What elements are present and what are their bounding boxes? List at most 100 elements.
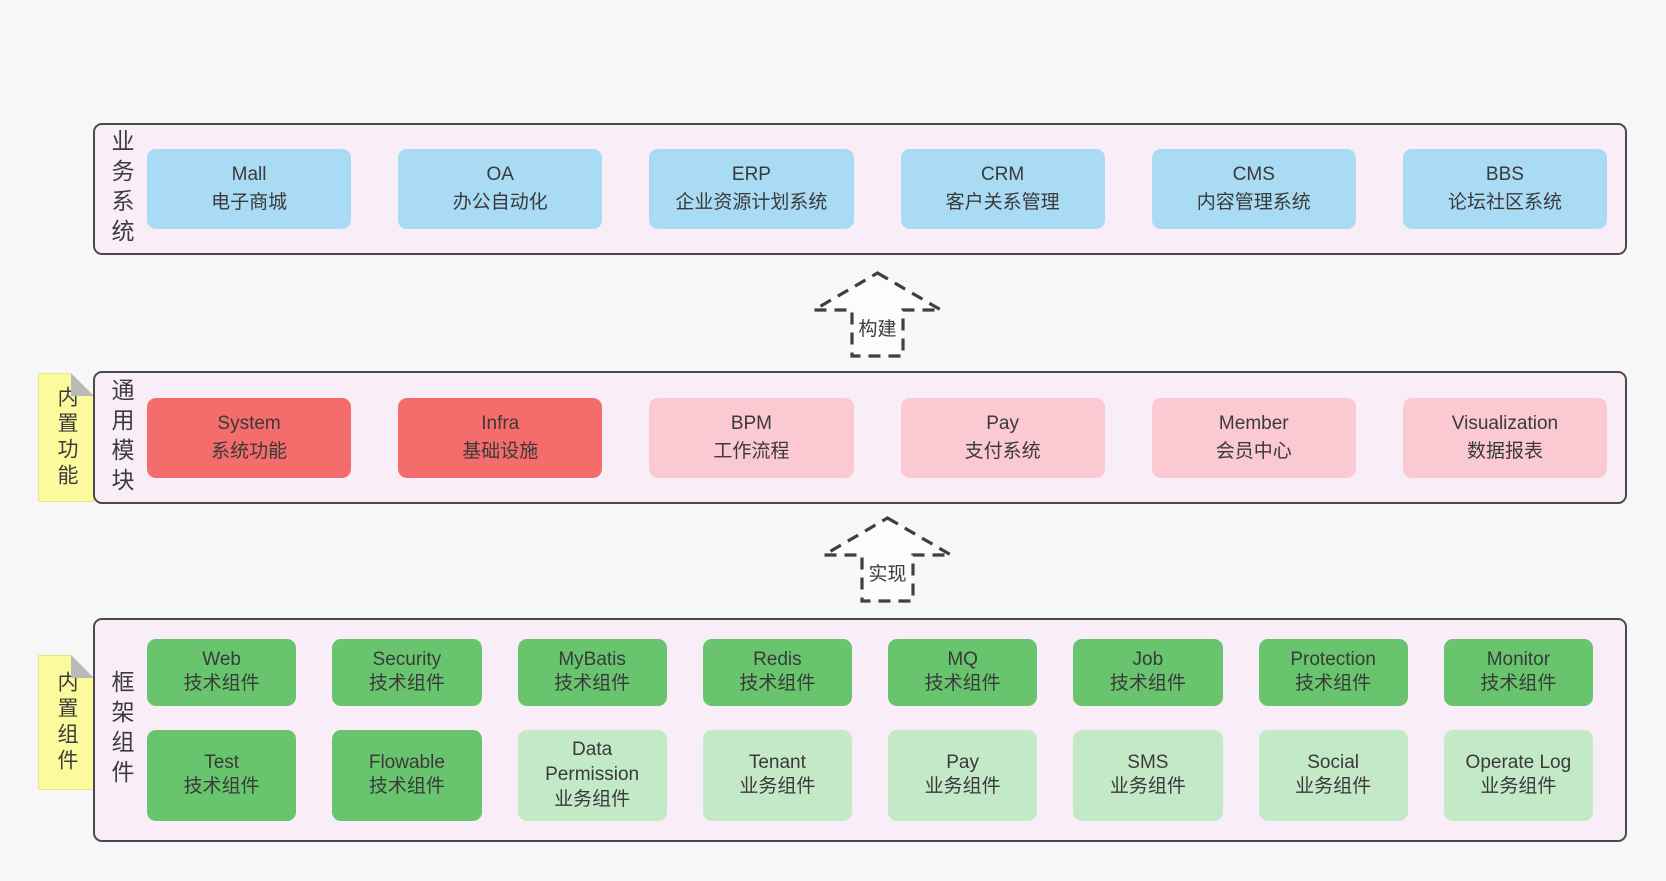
- box-system-desc: 系统功能: [211, 440, 288, 462]
- box-sms-desc: 业务组件: [1109, 776, 1186, 798]
- up-arrow-icon: [820, 516, 955, 603]
- components-grid: Web 技术组件 Security 技术组件 MyBatis 技术组件 Redi…: [147, 620, 1625, 840]
- folded-corner-icon: [71, 373, 94, 396]
- box-data-permission-desc: 业务组件: [554, 788, 631, 810]
- note-built-in-components-text: 内置组件: [55, 670, 78, 775]
- box-infra: Infra 基础设施: [398, 397, 603, 478]
- note-built-in-features: 内置功能: [38, 373, 94, 502]
- box-sms-name: SMS: [1127, 751, 1169, 773]
- box-oa-name: OA: [486, 164, 514, 186]
- box-bbs-desc: 论坛社区系统: [1447, 192, 1562, 213]
- box-cms-name: CMS: [1232, 164, 1275, 186]
- folded-corner-icon: [71, 655, 94, 678]
- components-section-label-text: 框架组件: [108, 670, 134, 790]
- box-crm: CRM 客户关系管理: [900, 149, 1105, 229]
- box-test-name: Test: [204, 751, 240, 773]
- box-pay-component-name: Pay: [946, 751, 979, 773]
- box-oa: OA 办公自动化: [398, 149, 603, 229]
- box-test: Test 技术组件: [147, 729, 297, 821]
- box-member-name: Member: [1218, 412, 1289, 434]
- box-mq-desc: 技术组件: [924, 673, 1001, 695]
- box-mq: MQ 技术组件: [888, 639, 1038, 706]
- box-protection-desc: 技术组件: [1295, 673, 1372, 695]
- box-pay-name: Pay: [986, 412, 1019, 434]
- box-mall-desc: 电子商城: [211, 192, 288, 213]
- box-operate-log: Operate Log 业务组件: [1443, 729, 1593, 821]
- box-security-name: Security: [372, 648, 442, 670]
- box-system-name: System: [217, 412, 281, 434]
- box-mall-name: Mall: [231, 164, 267, 186]
- box-mybatis: MyBatis 技术组件: [517, 639, 667, 706]
- box-monitor: Monitor 技术组件: [1443, 639, 1593, 706]
- box-erp: ERP 企业资源计划系统: [649, 149, 854, 229]
- box-mybatis-name: MyBatis: [558, 648, 626, 670]
- box-protection-name: Protection: [1290, 648, 1376, 670]
- box-cms: CMS 内容管理系统: [1151, 149, 1356, 229]
- box-crm-desc: 客户关系管理: [945, 192, 1060, 213]
- box-bpm-desc: 工作流程: [713, 440, 790, 462]
- business-boxes-row: Mall 电子商城 OA 办公自动化 ERP 企业资源计划系统 CRM 客户关系…: [147, 125, 1625, 253]
- business-section-label: 业务系统: [95, 125, 147, 253]
- box-member: Member 会员中心: [1151, 397, 1356, 478]
- box-social-name: Social: [1307, 751, 1359, 773]
- box-monitor-name: Monitor: [1486, 648, 1551, 670]
- box-sms: SMS 业务组件: [1073, 729, 1223, 821]
- box-job-name: Job: [1132, 648, 1164, 670]
- box-erp-name: ERP: [731, 164, 771, 186]
- box-pay-component-desc: 业务组件: [924, 776, 1001, 798]
- box-bpm-name: BPM: [730, 412, 773, 434]
- box-bpm: BPM 工作流程: [649, 397, 854, 478]
- box-visualization-desc: 数据报表: [1466, 440, 1543, 462]
- box-member-desc: 会员中心: [1215, 440, 1292, 462]
- box-infra-desc: 基础设施: [462, 440, 539, 462]
- box-job: Job 技术组件: [1073, 639, 1223, 706]
- box-redis: Redis 技术组件: [702, 639, 852, 706]
- business-systems-section: 业务系统 Mall 电子商城 OA 办公自动化 ERP 企业资源计划系统 CRM…: [93, 123, 1627, 255]
- box-social: Social 业务组件: [1258, 729, 1408, 821]
- box-operate-log-name: Operate Log: [1465, 751, 1572, 773]
- box-system: System 系统功能: [147, 397, 352, 478]
- box-web-name: Web: [202, 648, 241, 670]
- box-security: Security 技术组件: [332, 639, 482, 706]
- box-web-desc: 技术组件: [183, 673, 260, 695]
- box-redis-name: Redis: [753, 648, 802, 670]
- box-mq-name: MQ: [947, 648, 978, 670]
- box-tenant: Tenant 业务组件: [702, 729, 852, 821]
- implement-arrow: 实现: [820, 515, 955, 605]
- box-social-desc: 业务组件: [1295, 776, 1372, 798]
- components-section-label: 框架组件: [95, 620, 147, 840]
- box-job-desc: 技术组件: [1109, 673, 1186, 695]
- box-visualization-name: Visualization: [1451, 412, 1559, 434]
- box-bbs-name: BBS: [1485, 164, 1524, 186]
- box-flowable: Flowable 技术组件: [332, 729, 482, 821]
- up-arrow-icon: [810, 271, 945, 358]
- box-infra-name: Infra: [481, 412, 520, 434]
- box-mybatis-desc: 技术组件: [554, 673, 631, 695]
- box-pay: Pay 支付系统: [900, 397, 1105, 478]
- modules-section-label: 通用模块: [95, 373, 147, 502]
- box-tenant-name: Tenant: [748, 751, 806, 773]
- box-crm-name: CRM: [980, 164, 1025, 186]
- box-redis-desc: 技术组件: [739, 673, 816, 695]
- box-oa-desc: 办公自动化: [452, 192, 548, 213]
- box-security-desc: 技术组件: [368, 673, 445, 695]
- build-arrow-label: 构建: [858, 319, 897, 340]
- common-modules-section: 通用模块 System 系统功能 Infra 基础设施 BPM 工作流程 Pay…: [93, 371, 1627, 504]
- implement-arrow-label: 实现: [868, 564, 907, 585]
- box-monitor-desc: 技术组件: [1480, 673, 1557, 695]
- box-web: Web 技术组件: [147, 639, 297, 706]
- box-data-permission-name: Data Permission: [545, 739, 640, 785]
- modules-section-label-text: 通用模块: [108, 377, 134, 498]
- business-section-label-text: 业务系统: [108, 129, 134, 249]
- build-arrow: 构建: [810, 270, 945, 360]
- framework-components-section: 框架组件 Web 技术组件 Security 技术组件 MyBatis 技术组件…: [93, 618, 1627, 842]
- note-built-in-components: 内置组件: [38, 655, 94, 790]
- box-test-desc: 技术组件: [183, 776, 260, 798]
- box-flowable-desc: 技术组件: [368, 776, 445, 798]
- box-pay-desc: 支付系统: [964, 440, 1041, 462]
- box-pay-component: Pay 业务组件: [888, 729, 1038, 821]
- box-data-permission: Data Permission 业务组件: [517, 729, 667, 821]
- box-erp-desc: 企业资源计划系统: [675, 192, 828, 213]
- box-flowable-name: Flowable: [368, 751, 445, 773]
